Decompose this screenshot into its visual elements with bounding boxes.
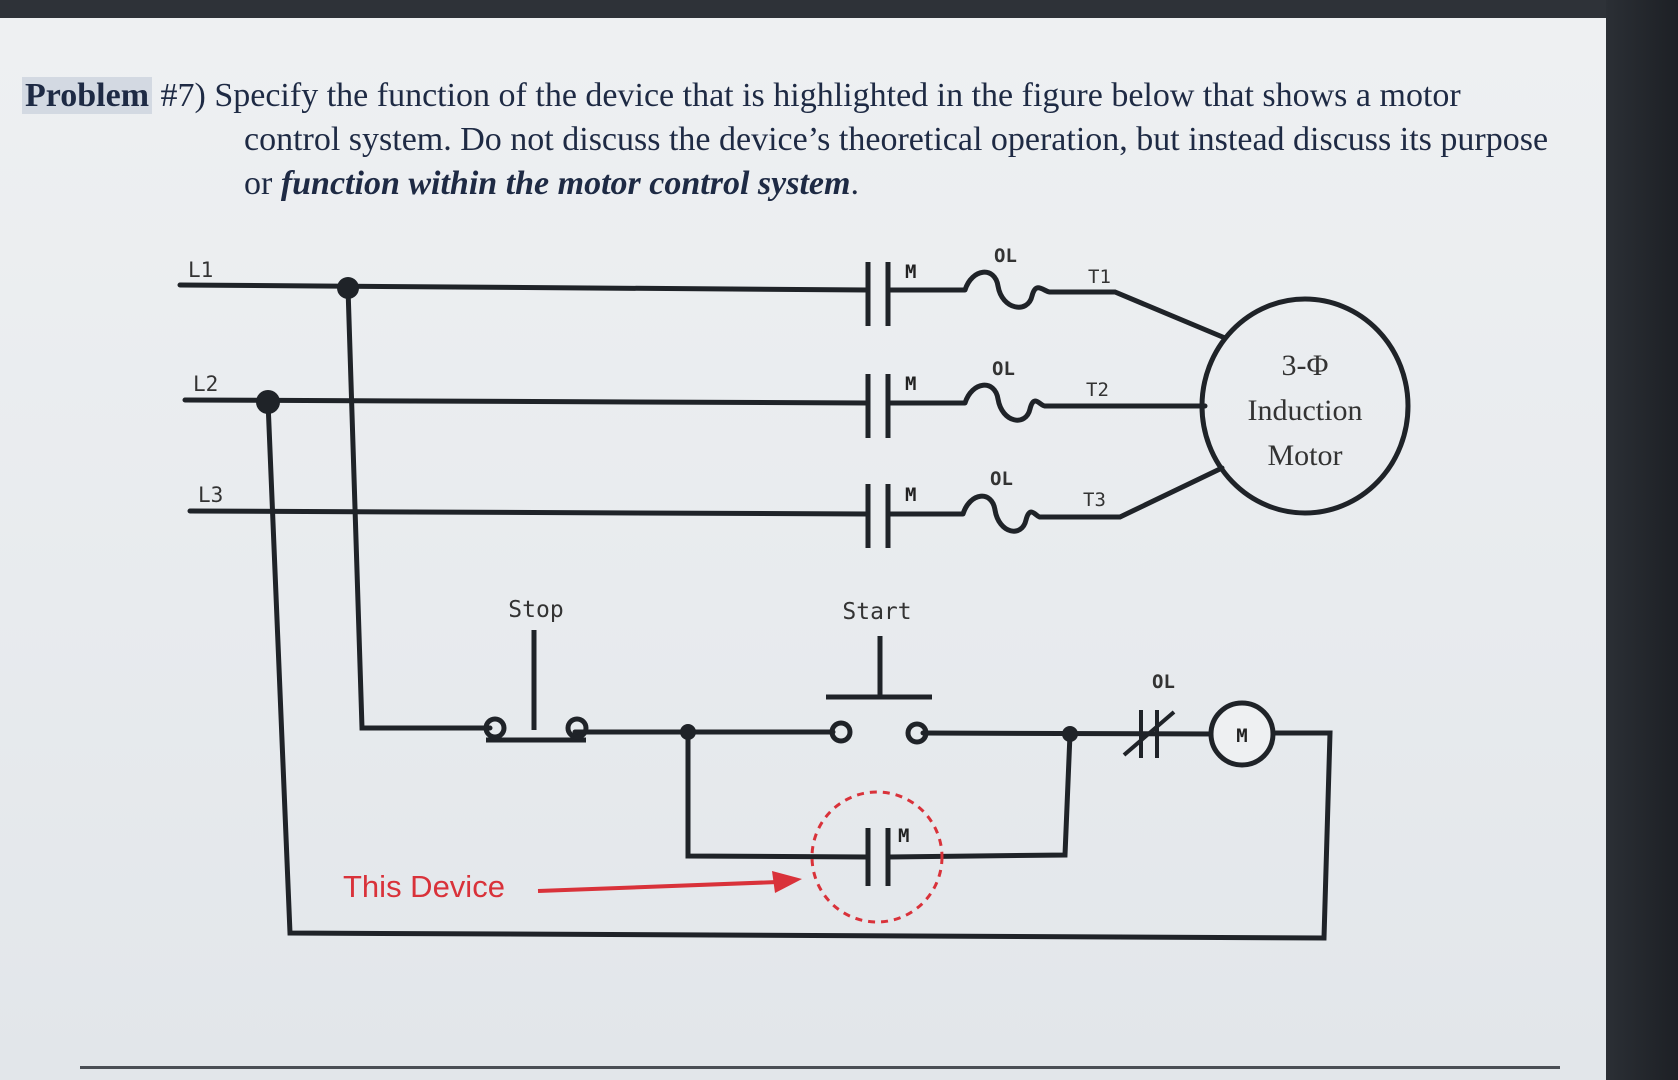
line-l2-wire — [182, 397, 871, 406]
line-t1-wire — [1047, 289, 1228, 341]
junction-dot — [337, 277, 359, 299]
page-divider — [80, 1066, 1560, 1069]
holding-contact — [865, 828, 891, 886]
problem-line-3: or function within the motor control sys… — [22, 162, 1622, 206]
stop-label: Stop — [508, 597, 563, 623]
line-l3-wire — [187, 508, 871, 517]
junction-dot — [680, 724, 696, 740]
ol-label-3: OL — [990, 468, 1013, 490]
monitor-right-bezel — [1606, 0, 1678, 1080]
start-terminal — [829, 720, 853, 744]
screen — [0, 18, 1606, 1080]
control-wire-l1 — [345, 285, 493, 731]
ol-contact-slash — [1122, 710, 1176, 757]
induction-motor-symbol — [1199, 296, 1411, 516]
junction-dot — [256, 390, 280, 414]
problem-number: #7) — [160, 77, 206, 114]
problem-line-2: control system. Do not discuss the devic… — [244, 121, 1549, 158]
overload-heater — [962, 382, 1046, 423]
holding-branch-right — [885, 731, 1073, 860]
motor-phase-label: 3-Φ — [1282, 349, 1329, 382]
contact-label-3: M — [905, 484, 916, 506]
motor-label: Motor — [1268, 439, 1343, 472]
terminal-t2: T2 — [1086, 379, 1109, 401]
highlight-circle — [810, 790, 944, 924]
problem-line-1: Problem #7) Specify the function of the … — [22, 74, 1622, 118]
motor-starter-coil — [1208, 700, 1276, 768]
problem-text-1: Specify the function of the device that … — [214, 77, 1461, 114]
callout-label: This Device — [343, 869, 505, 904]
problem-line-3-suffix: . — [850, 165, 859, 202]
start-pushbutton — [826, 636, 932, 745]
holding-branch-left — [685, 729, 871, 860]
wiring — [177, 282, 1333, 941]
overload-heater — [960, 493, 1041, 534]
start-label: Start — [842, 599, 911, 625]
stop-terminal — [483, 716, 507, 740]
problem-label: Problem — [22, 77, 153, 114]
problem-statement: Problem #7) Specify the function of the … — [22, 74, 1622, 206]
stop-pushbutton — [483, 630, 589, 743]
terminal-t3: T3 — [1083, 489, 1106, 511]
junctions — [256, 277, 1078, 742]
junction-dot — [1062, 726, 1078, 742]
line-l1-wire — [177, 282, 871, 293]
line-t3-wire — [1037, 465, 1225, 520]
label-l2: L2 — [193, 372, 218, 396]
overload-heater — [962, 269, 1051, 310]
main-contacts — [865, 262, 891, 548]
contact-label-1: M — [905, 261, 916, 283]
control-wire-l2-return — [265, 399, 1333, 941]
ol-contact-label: OL — [1152, 671, 1175, 693]
start-terminal — [905, 721, 929, 745]
terminal-t1: T1 — [1088, 266, 1111, 288]
holding-contact-label: M — [898, 825, 909, 847]
overload-heaters — [960, 269, 1051, 534]
ol-label-1: OL — [994, 245, 1017, 267]
label-l3: L3 — [198, 483, 223, 507]
ol-nc-contact — [1122, 710, 1176, 758]
problem-line-3-emphasis: function within the motor control system — [280, 165, 851, 202]
problem-line-3-prefix: or — [244, 165, 281, 202]
callout-arrow-head — [772, 871, 802, 893]
label-l1: L1 — [188, 258, 213, 282]
stop-terminal — [565, 716, 589, 740]
ol-label-2: OL — [992, 358, 1015, 380]
callout-arrow-line — [537, 880, 779, 893]
contact-label-2: M — [905, 373, 916, 395]
monitor-top-bezel — [0, 0, 1678, 18]
coil-label: M — [1236, 725, 1247, 747]
motor-type-label: Induction — [1248, 394, 1363, 427]
